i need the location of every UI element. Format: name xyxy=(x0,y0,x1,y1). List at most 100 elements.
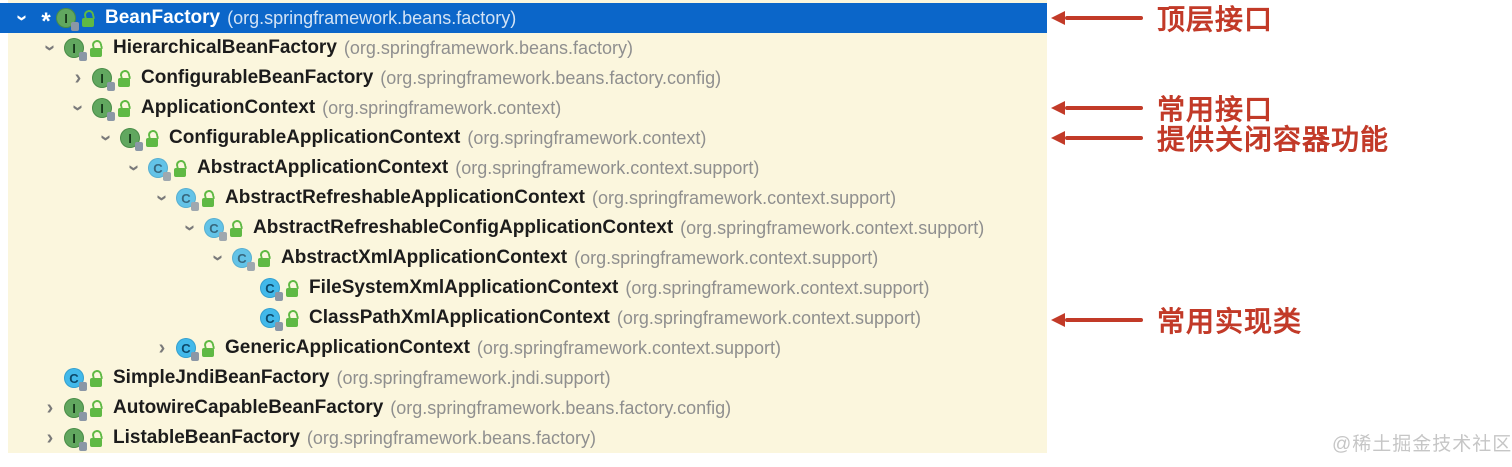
tree-row[interactable]: › C AbstractXmlApplicationContext (org.s… xyxy=(0,243,1047,273)
type-hierarchy-panel: › * I BeanFactory (org.springframework.b… xyxy=(0,0,1047,453)
package-name: (org.springframework.context.support) xyxy=(616,307,922,328)
class-name: AbstractRefreshableApplicationContext xyxy=(225,187,586,208)
interface-icon: I xyxy=(64,428,87,451)
tree-row[interactable]: C FileSystemXmlApplicationContext (org.s… xyxy=(0,273,1047,303)
class-name: BeanFactory xyxy=(105,7,221,28)
class-name: ListableBeanFactory xyxy=(113,427,300,448)
type-icon-letter: I xyxy=(64,10,68,26)
class-name: GenericApplicationContext xyxy=(225,337,470,358)
chevron-down-icon[interactable]: › xyxy=(67,104,89,112)
chevron-right-icon xyxy=(36,368,64,388)
type-icon-letter: C xyxy=(153,160,163,176)
chevron-right-icon[interactable]: › xyxy=(74,67,82,89)
class-icon: C xyxy=(176,188,199,211)
type-icon-badge xyxy=(275,292,283,301)
tree-row[interactable]: › I ListableBeanFactory (org.springframe… xyxy=(0,423,1047,453)
class-icon: C xyxy=(148,158,171,181)
chevron-down-icon[interactable]: › xyxy=(179,224,201,232)
class-icon: C xyxy=(204,218,227,241)
chevron-down-icon[interactable]: › xyxy=(95,134,117,142)
lock-icon xyxy=(90,40,103,57)
package-name: (org.springframework.beans.factory.confi… xyxy=(390,397,732,418)
package-name: (org.springframework.beans.factory) xyxy=(343,37,633,58)
package-name: (org.springframework.context.support) xyxy=(574,247,879,268)
annotation: 常用实现类 xyxy=(1051,304,1302,337)
type-icon-badge xyxy=(219,232,227,241)
type-icon-badge xyxy=(135,142,143,151)
tree-row[interactable]: › C AbstractRefreshableConfigApplication… xyxy=(0,213,1047,243)
annotation-label: 常用实现类 xyxy=(1157,306,1303,337)
type-icon-letter: I xyxy=(100,70,104,86)
tree-row[interactable]: › I ConfigurableApplicationContext (org.… xyxy=(0,123,1047,153)
class-name: ApplicationContext xyxy=(141,97,316,118)
interface-icon: I xyxy=(92,68,115,91)
tree-row[interactable]: › C GenericApplicationContext (org.sprin… xyxy=(0,333,1047,363)
interface-icon: I xyxy=(120,128,143,151)
annotation-label: 提供关闭容器功能 xyxy=(1157,124,1390,155)
watermark: @稀土掘金技术社区 xyxy=(1332,434,1512,455)
tree-row[interactable]: › * I BeanFactory (org.springframework.b… xyxy=(0,3,1047,34)
tree-row[interactable]: C ClassPathXmlApplicationContext (org.sp… xyxy=(0,303,1047,333)
left-arrow-icon xyxy=(1051,313,1143,327)
chevron-down-icon[interactable]: › xyxy=(207,254,229,262)
chevron-right-icon[interactable]: › xyxy=(158,337,166,359)
lock-icon xyxy=(202,190,215,207)
tree-row[interactable]: › C AbstractApplicationContext (org.spri… xyxy=(0,153,1047,183)
lock-icon xyxy=(174,160,187,177)
annotation: 顶层接口 xyxy=(1051,2,1273,35)
chevron-down-icon[interactable]: › xyxy=(123,164,145,172)
package-name: (org.springframework.context.support) xyxy=(592,187,897,208)
class-name: ConfigurableBeanFactory xyxy=(141,67,374,88)
chevron-down-icon[interactable]: › xyxy=(151,194,173,202)
left-arrow-icon xyxy=(1051,101,1143,115)
annotation-label: 常用接口 xyxy=(1157,94,1274,125)
type-icon-badge xyxy=(79,52,87,61)
class-icon: C xyxy=(260,308,283,331)
chevron-down-icon[interactable]: › xyxy=(11,14,33,22)
tree-rows: › * I BeanFactory (org.springframework.b… xyxy=(0,0,1047,453)
class-name: AbstractApplicationContext xyxy=(197,157,449,178)
type-icon-letter: C xyxy=(69,370,79,386)
annotation: 提供关闭容器功能 xyxy=(1051,122,1389,155)
package-name: (org.springframework.context.support) xyxy=(455,157,760,178)
package-name: (org.springframework.context) xyxy=(322,97,562,118)
annotation-label: 顶层接口 xyxy=(1157,4,1274,35)
type-icon-badge xyxy=(275,322,283,331)
class-name: ClassPathXmlApplicationContext xyxy=(309,307,610,328)
class-name: SimpleJndiBeanFactory xyxy=(113,367,330,388)
type-icon-badge xyxy=(79,412,87,421)
class-name: ConfigurableApplicationContext xyxy=(169,127,461,148)
tree-row[interactable]: › I HierarchicalBeanFactory (org.springf… xyxy=(0,33,1047,63)
type-icon-badge xyxy=(79,442,87,451)
type-icon-letter: I xyxy=(72,400,76,416)
chevron-right-icon xyxy=(232,278,260,298)
type-icon-badge xyxy=(163,172,171,181)
lock-icon xyxy=(90,430,103,447)
type-icon-letter: C xyxy=(237,250,247,266)
annotation: 常用接口 xyxy=(1051,92,1273,125)
lock-icon xyxy=(230,220,243,237)
type-icon-letter: I xyxy=(72,430,76,446)
tree-background xyxy=(8,0,1047,453)
tree-row[interactable]: › I ApplicationContext (org.springframew… xyxy=(0,93,1047,123)
chevron-right-icon[interactable]: › xyxy=(46,397,54,419)
type-icon-badge xyxy=(247,262,255,271)
type-icon-badge xyxy=(191,202,199,211)
lock-icon xyxy=(258,250,271,267)
tree-row[interactable]: › I ConfigurableBeanFactory (org.springf… xyxy=(0,63,1047,93)
chevron-right-icon[interactable]: › xyxy=(46,427,54,449)
tree-row[interactable]: › C AbstractRefreshableApplicationContex… xyxy=(0,183,1047,213)
type-icon-letter: C xyxy=(265,280,275,296)
lock-icon xyxy=(146,130,159,147)
chevron-down-icon[interactable]: › xyxy=(39,44,61,52)
type-icon-letter: C xyxy=(181,340,191,356)
type-icon-badge xyxy=(107,112,115,121)
left-arrow-icon xyxy=(1051,131,1143,145)
type-icon-badge xyxy=(107,82,115,91)
package-name: (org.springframework.jndi.support) xyxy=(336,367,611,388)
type-icon-badge xyxy=(71,22,79,31)
type-icon-letter: C xyxy=(265,310,275,326)
tree-row[interactable]: › I AutowireCapableBeanFactory (org.spri… xyxy=(0,393,1047,423)
tree-row[interactable]: C SimpleJndiBeanFactory (org.springframe… xyxy=(0,363,1047,393)
